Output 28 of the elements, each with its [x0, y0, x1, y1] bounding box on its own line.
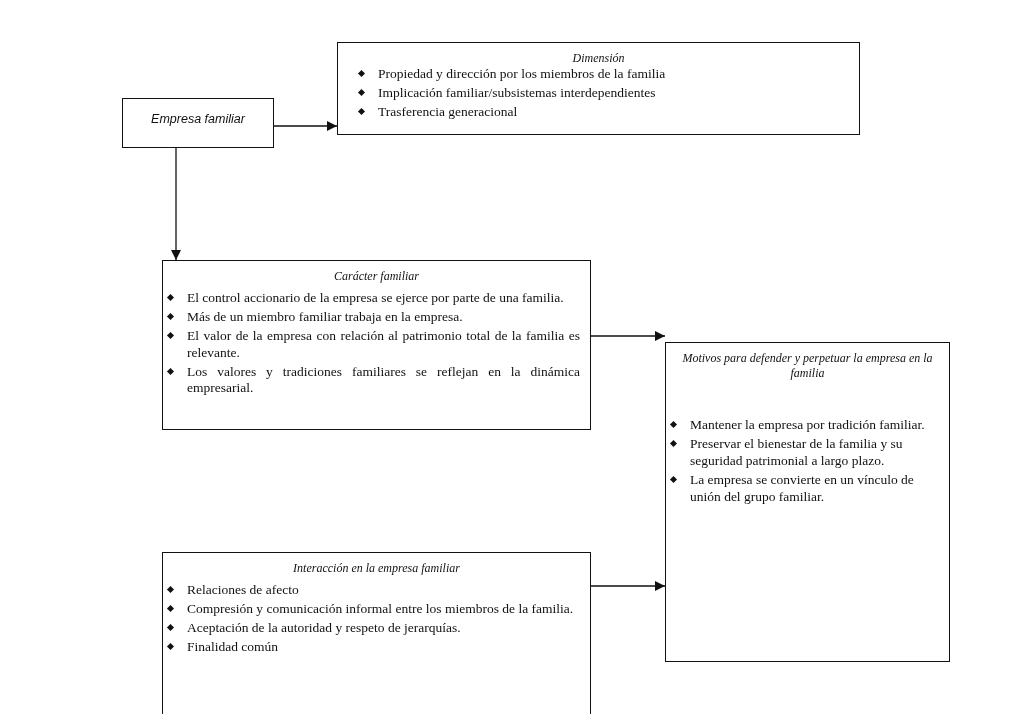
process-box	[122, 98, 274, 148]
box-heading: Carácter familiar	[333, 269, 420, 284]
box-heading: Dimensión	[571, 51, 626, 66]
bullet-text: Los valores y tradiciones familiares se reflejan en la dinámica empresarial.	[187, 363, 580, 396]
bullet-text: Compresión y comunicación informal entre los miembros de la familia.	[187, 600, 574, 616]
text-box	[665, 342, 950, 662]
bullet-text: El valor de la empresa con relación al patrimonio total de la familia es relevante.	[187, 327, 580, 360]
arrow	[590, 581, 666, 591]
bullet-text: Trasferencia generacional	[378, 103, 518, 119]
bullet-text: Propiedad y dirección por los miembros de la familia	[378, 66, 666, 81]
text-box	[162, 260, 591, 430]
box-heading: Interacción en la empresa familiar	[292, 561, 461, 576]
arrow	[273, 121, 338, 131]
box-heading: Motivos para defender y perpetuar la empresa en la familia	[681, 351, 934, 381]
bullet-text: Más de un miembro familiar trabaja en la empresa.	[187, 308, 463, 324]
text-box	[162, 552, 591, 714]
bullet-text: La empresa se convierte en un vínculo de unión del grupo familiar.	[690, 471, 914, 504]
bullet-text: Mantener la empresa por tradición familiar.	[690, 417, 925, 432]
box-title: Empresa familiar	[151, 112, 245, 126]
bullet-text: Relaciones de afecto	[187, 582, 299, 597]
text-box	[337, 42, 860, 135]
bullet-text: Aceptación de la autoridad y respeto de jerarquías.	[187, 619, 461, 635]
bullet-text: Finalidad común	[187, 638, 279, 654]
bullet-text: Implicación familiar/subsistemas interdependientes	[378, 84, 656, 100]
arrow	[590, 331, 666, 341]
bullet-text: Preservar el bienestar de la familia y su seguridad patrimonial a largo plazo.	[690, 435, 903, 468]
arrow	[171, 147, 181, 261]
bullet-text: El control accionario de la empresa se ejerce por parte de una familia.	[187, 290, 564, 305]
